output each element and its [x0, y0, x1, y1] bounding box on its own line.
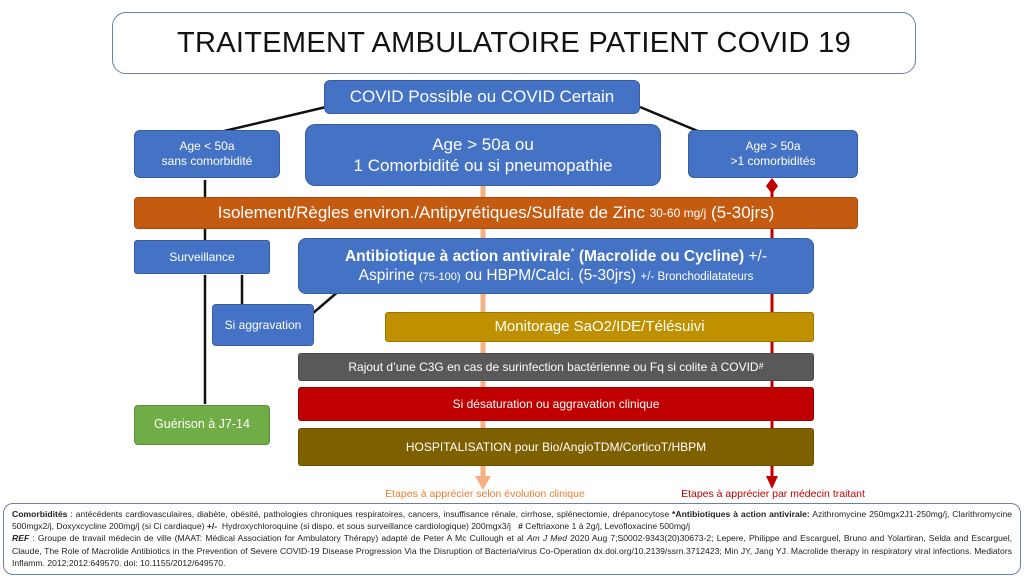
isolation-duration: (5-30jrs)	[706, 203, 775, 223]
page-title: TRAITEMENT AMBULATOIRE PATIENT COVID 19	[112, 12, 916, 74]
covid-possible-text: COVID Possible ou COVID Certain	[349, 87, 615, 107]
line-top-right	[639, 105, 701, 134]
antibiotic-name: Antibiotique à action antivirale	[344, 247, 571, 265]
c3g-label: Rajout d’une C3G en cas de surinfection …	[348, 359, 759, 374]
red-arrow-head	[766, 476, 778, 489]
hash-note: #	[518, 521, 523, 532]
antibiotics-note-label: *Antibiotiques à action antivirale:	[672, 509, 810, 519]
hospitalisation-label: HOSPITALISATION pour Bio/AngioTDM/Cortic…	[405, 439, 707, 454]
ref-text-2: 2020 Aug 7;S0002-9343(20)30673-2; Lepere…	[12, 533, 1012, 568]
hbpm-label: ou HBPM/Calci. (5-30jrs)	[460, 267, 641, 285]
aspirin-label: Aspirine	[358, 267, 419, 285]
antibiotic-line2: Aspirine (75-100) ou HBPM/Calci. (5-30jr…	[359, 266, 754, 285]
caption-red: Etapes à apprécier par médecin traitant	[681, 488, 865, 500]
caption-orange: Etapes à apprécier selon évolution clini…	[385, 488, 585, 500]
antibiotic-plusminus: +/-	[744, 247, 768, 265]
journal-name: Am J Med	[526, 533, 568, 544]
aggravation-box: Si aggravation	[212, 304, 314, 346]
age-over-50-line1: Age > 50a ou	[432, 134, 534, 154]
isolation-main: Isolement/Règles environ./Antipyrétiques…	[217, 203, 650, 223]
age-over-50-comorb-line1: Age > 50a	[745, 139, 801, 153]
monitoring-label: Monitorage SaO2/IDE/Télésuivi	[494, 317, 705, 335]
footnote-box: Comorbidités : antécédents cardiovascula…	[3, 503, 1021, 575]
c3g-hash: #	[758, 361, 764, 372]
aggravation-label: Si aggravation	[224, 317, 302, 332]
surveillance-box: Surveillance	[134, 240, 270, 274]
hospitalisation-bar: HOSPITALISATION pour Bio/AngioTDM/Cortic…	[298, 428, 814, 466]
plusminus-note: +/-	[206, 521, 218, 532]
broncho-label: +/- Bronchodilatateurs	[640, 271, 754, 284]
diamond-icon	[766, 178, 778, 194]
orange-arrow-head	[475, 476, 491, 490]
antibiotic-line1: Antibiotique à action antivirale* (Macro…	[345, 247, 767, 267]
recovery-label: Guérison à J7-14	[154, 417, 250, 432]
line-aggr-antibio	[311, 289, 341, 315]
age-over-50-comorb-box: Age > 50a >1 comorbidités	[688, 130, 858, 178]
antibiotic-box: Antibiotique à action antivirale* (Macro…	[298, 238, 814, 294]
age-under-50-line2: sans comorbidité	[161, 154, 253, 168]
age-over-50-comorb-line2: >1 comorbidités	[730, 154, 816, 168]
recovery-box: Guérison à J7-14	[134, 405, 270, 445]
ref-text-1: : Groupe de travail médecin de ville (MA…	[29, 533, 527, 544]
age-under-50-line1: Age < 50a	[179, 139, 235, 153]
surveillance-label: Surveillance	[169, 249, 235, 264]
aspirin-dose: (75-100)	[418, 271, 461, 284]
age-over-50-box: Age > 50a ou 1 Comorbidité ou si pneumop…	[305, 124, 661, 186]
c3g-bar: Rajout d’une C3G en cas de surinfection …	[298, 353, 814, 381]
covid-possible-box: COVID Possible ou COVID Certain	[324, 80, 640, 114]
ref-label: REF	[12, 533, 30, 544]
comorbidities-label: Comorbidités	[12, 509, 68, 519]
monitoring-bar: Monitorage SaO2/IDE/Télésuivi	[385, 312, 814, 342]
ceftriaxone-note-text: Ceftriaxone 1 à 2g/j, Levofloxacine 500m…	[522, 521, 691, 532]
desaturation-label: Si désaturation ou aggravation clinique	[452, 396, 660, 411]
comorbidities-text: : antécédents cardiovasculaires, diabète…	[67, 509, 673, 519]
line-top-left	[219, 105, 327, 134]
age-under-50-box: Age < 50a sans comorbidité	[134, 130, 280, 178]
antibiotics-note-text: Azithromycine 250mgx2J1-250mg/j, Clarith…	[12, 509, 1012, 532]
isolation-bar: Isolement/Règles environ./Antipyrétiques…	[134, 197, 858, 229]
isolation-dose: 30-60 mg/j	[649, 205, 707, 220]
antibiotic-star: *	[570, 246, 575, 258]
age-over-50-line2: 1 Comorbidité ou si pneumopathie	[353, 156, 613, 175]
desaturation-bar: Si désaturation ou aggravation clinique	[298, 387, 814, 421]
hcq-note-text: Hydroxychloroquine (si dispo. et sous su…	[217, 521, 519, 532]
antibiotic-class: (Macrolide ou Cycline)	[574, 247, 745, 265]
